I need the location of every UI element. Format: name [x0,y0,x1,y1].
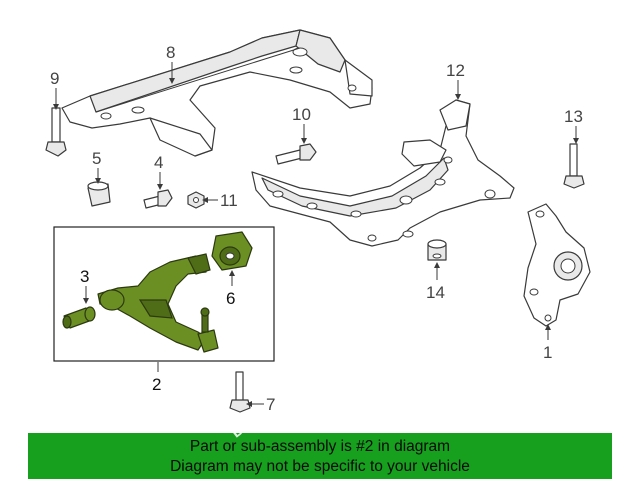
bolt-part-7 [229,371,251,413]
callout-14: 14 [426,283,445,302]
banner-line-1: Part or sub-assembly is #2 in diagram [189,438,451,455]
leader-lines [53,62,579,407]
bolt-part-9 [45,107,67,157]
callouts: 8 9 5 4 11 10 12 13 14 1 7 3 6 2 [50,43,583,414]
callout-5: 5 [92,149,101,168]
callout-12: 12 [446,61,465,80]
callout-6: 6 [226,289,235,308]
subframe-part-12 [251,99,515,247]
nut-part-11 [187,191,205,209]
bolt-part-4 [143,189,173,209]
callout-2: 2 [152,375,161,394]
bushing-part-5 [87,181,111,207]
callout-8: 8 [166,43,175,62]
bushing-part-3 [62,306,96,329]
callout-1: 1 [543,343,552,362]
callout-7: 7 [266,395,275,414]
callout-13: 13 [564,107,583,126]
callout-4: 4 [154,153,163,172]
banner-line-2: Diagram may not be specific to your vehi… [170,458,470,475]
mount-part-14 [427,239,447,261]
inset-frame [53,226,275,362]
callout-10: 10 [292,105,311,124]
control-arm-part-2[interactable] [97,253,219,353]
bushing-part-6 [211,231,253,271]
callout-9: 9 [50,69,59,88]
bolt-part-10 [275,143,317,165]
callout-3: 3 [80,267,89,286]
callout-11: 11 [220,191,238,210]
info-banner: Part or sub-assembly is #2 in diagram Di… [28,433,612,479]
crossmember-part-8 [61,29,373,157]
bolt-part-13 [563,143,585,189]
knuckle-part-1 [523,203,591,327]
